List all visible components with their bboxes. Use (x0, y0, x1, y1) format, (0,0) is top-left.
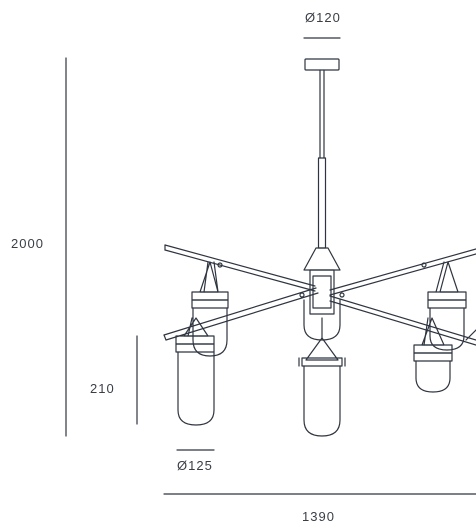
right-edge-partial-pendant (465, 329, 476, 341)
arms (163, 244, 476, 346)
center-pendant (303, 247, 341, 341)
overall-height-label: 2000 (11, 236, 44, 251)
lower-left-pendant (175, 317, 215, 426)
dimension-lines (65, 37, 476, 495)
shade-diameter-label: Ø125 (177, 458, 213, 473)
upper-right-pendant (427, 261, 467, 351)
arm-joints (217, 262, 427, 298)
overall-width-label: 1390 (302, 509, 335, 524)
center-hub (309, 269, 335, 315)
canopy-and-rod (304, 58, 340, 249)
canopy-diameter-label: Ø120 (305, 10, 341, 25)
ceiling-canopy (304, 58, 340, 71)
lower-right-pendant (413, 317, 453, 393)
shade-height-label: 210 (90, 381, 115, 396)
lower-center-pendant (298, 317, 346, 437)
upper-left-pendant (191, 261, 229, 357)
